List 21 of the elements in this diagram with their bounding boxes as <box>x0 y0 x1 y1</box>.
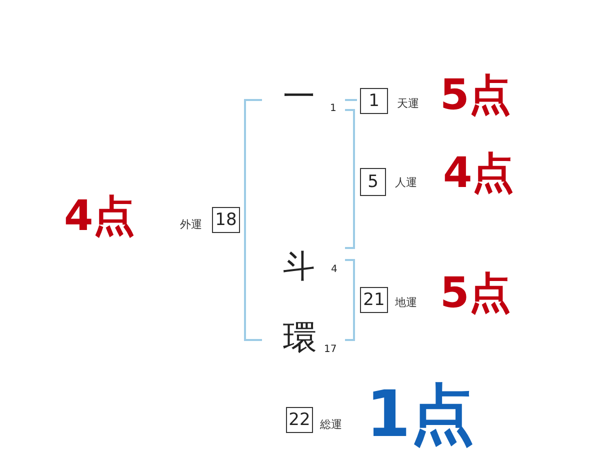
score-text: 4点 <box>443 152 514 194</box>
fortune-label: 天運 <box>397 98 419 109</box>
stroke-count: 1 <box>330 104 336 114</box>
fortune-label: 人運 <box>395 177 417 188</box>
stroke-count: 4 <box>331 265 338 275</box>
fortune-label: 外運 <box>180 219 202 230</box>
score-text: 5点 <box>440 74 512 116</box>
name-character: 一 <box>283 80 315 112</box>
fortune-label: 地運 <box>395 297 417 308</box>
number-box: 1 <box>360 88 388 114</box>
name-character: 環 <box>283 321 317 355</box>
score-text: 4点 <box>64 195 136 237</box>
stroke-count: 17 <box>324 345 337 355</box>
score-text: 1点 <box>366 383 475 447</box>
number-box: 21 <box>360 287 388 313</box>
number-box: 22 <box>286 407 313 433</box>
score-text: 5点 <box>440 272 512 314</box>
fortune-label: 総運 <box>320 419 342 430</box>
number-box: 18 <box>212 207 240 233</box>
name-character: 斗 <box>283 250 315 282</box>
number-box: 5 <box>360 168 386 196</box>
